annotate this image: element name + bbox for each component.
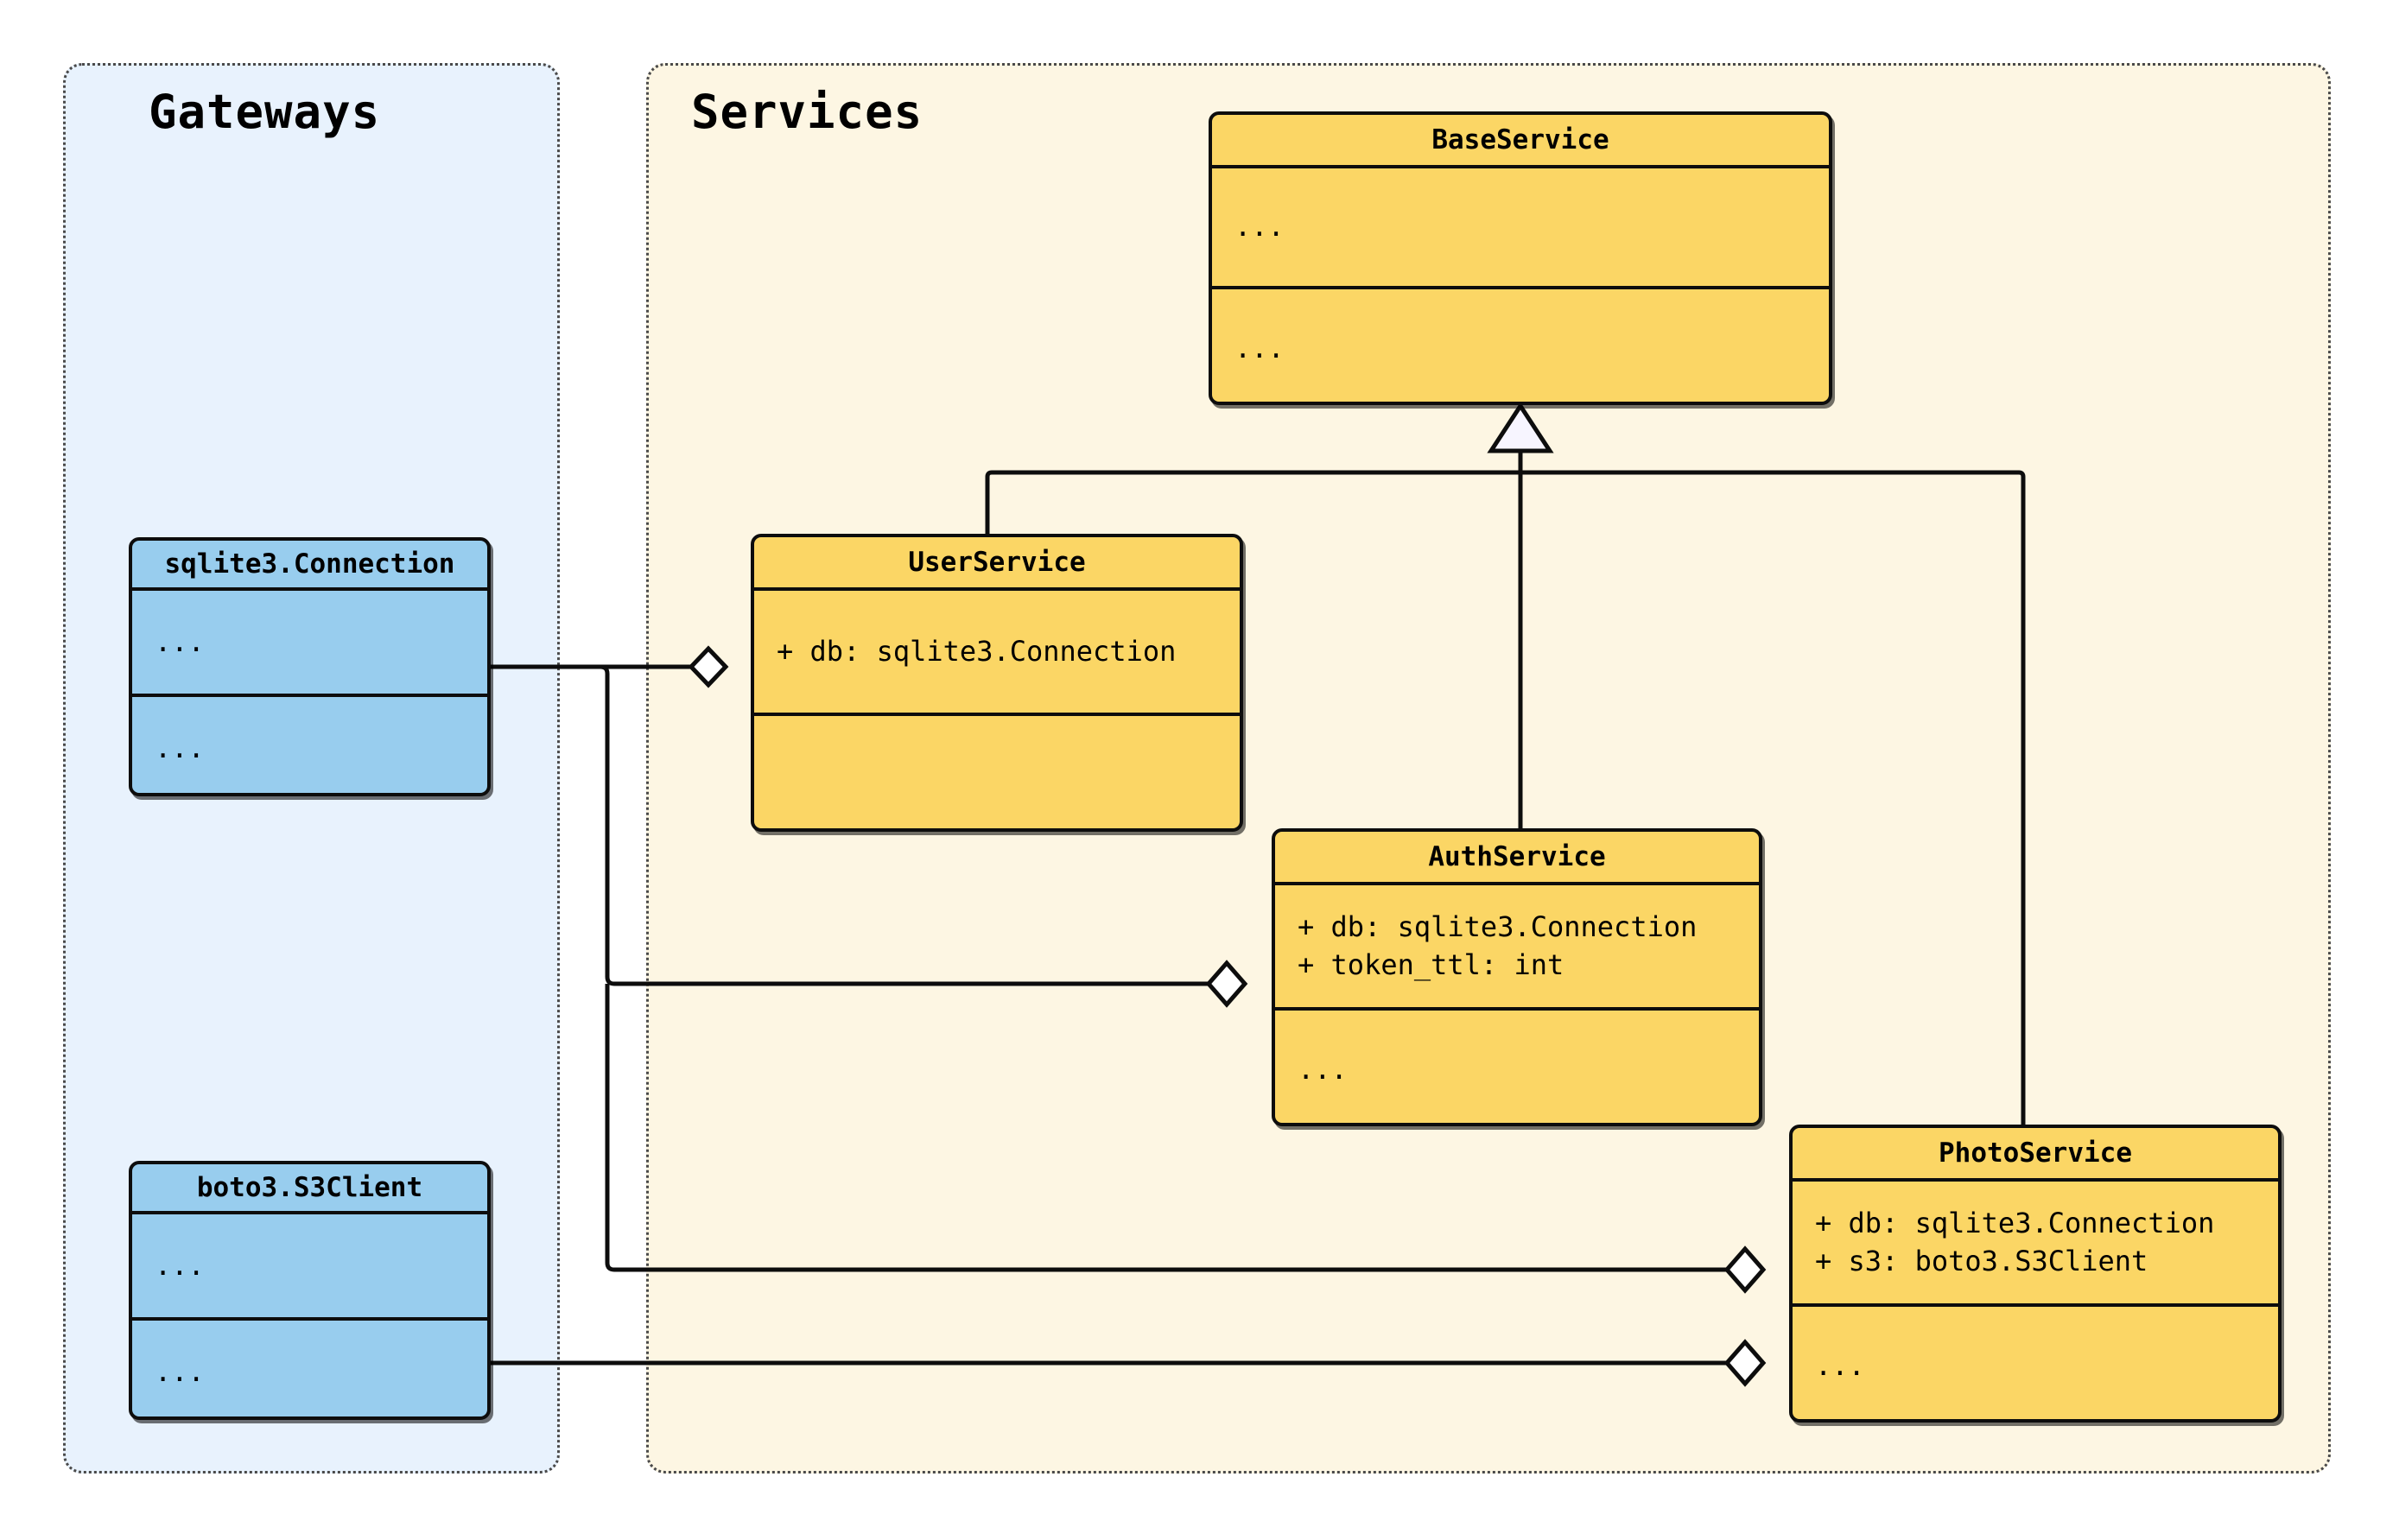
class-methods-auth-service: ...: [1275, 1007, 1759, 1123]
attribute-line: + s3: boto3.S3Client: [1815, 1244, 2148, 1277]
class-attributes-base-service: ...: [1212, 165, 1829, 286]
attribute-line: ...: [155, 624, 205, 658]
class-name-boto3-s3client: boto3.S3Client: [196, 1172, 423, 1203]
attribute-line: + db: sqlite3.Connection: [1298, 910, 1698, 944]
class-methods-base-service: ...: [1212, 286, 1829, 402]
method-line: ...: [1234, 332, 1285, 365]
method-line: ...: [1298, 1053, 1348, 1087]
class-attributes-auth-service: + db: sqlite3.Connection+ token_ttl: int: [1275, 882, 1759, 1007]
class-box-user-service[interactable]: UserService + db: sqlite3.Connection: [751, 534, 1243, 832]
class-methods-boto3-s3client: ...: [132, 1317, 487, 1416]
class-methods-photo-service: ...: [1793, 1303, 2278, 1419]
class-name-base-service: BaseService: [1431, 124, 1609, 155]
class-box-photo-service[interactable]: PhotoService + db: sqlite3.Connection + s3…: [1789, 1125, 2282, 1423]
class-box-sqlite-connection[interactable]: sqlite3.Connection......: [129, 537, 491, 796]
class-methods-sqlite-connection: ...: [132, 694, 487, 793]
package-title-services: Services: [691, 85, 923, 139]
attribute-line: + db: sqlite3.Connection: [777, 634, 1177, 668]
method-line: ...: [155, 1354, 205, 1388]
attribute-line: ...: [155, 1248, 205, 1282]
class-name-auth-service: AuthService: [1428, 841, 1606, 872]
class-name-sqlite-connection: sqlite3.Connection: [164, 548, 455, 580]
attribute-line: ...: [1234, 210, 1285, 244]
class-attributes-photo-service: + db: sqlite3.Connection + s3: boto3.S3Cl…: [1793, 1178, 2278, 1303]
class-box-base-service[interactable]: BaseService......: [1209, 111, 1832, 405]
method-line: ...: [155, 731, 205, 764]
class-name-photo-service: PhotoService: [1939, 1138, 2132, 1169]
class-methods-user-service: [754, 713, 1240, 828]
attribute-line: + db: sqlite3.Connection: [1815, 1207, 2215, 1240]
class-box-auth-service[interactable]: AuthService + db: sqlite3.Connection+ tok…: [1272, 828, 1762, 1126]
class-name-user-service: UserService: [908, 547, 1086, 578]
class-attributes-boto3-s3client: ...: [132, 1211, 487, 1317]
attribute-line: + token_ttl: int: [1298, 947, 1564, 981]
method-line: ...: [1815, 1349, 1865, 1383]
class-box-boto3-s3client[interactable]: boto3.S3Client......: [129, 1161, 491, 1420]
class-attributes-sqlite-connection: ...: [132, 587, 487, 694]
package-title-gateways: Gateways: [149, 85, 381, 139]
class-attributes-user-service: + db: sqlite3.Connection: [754, 587, 1240, 713]
